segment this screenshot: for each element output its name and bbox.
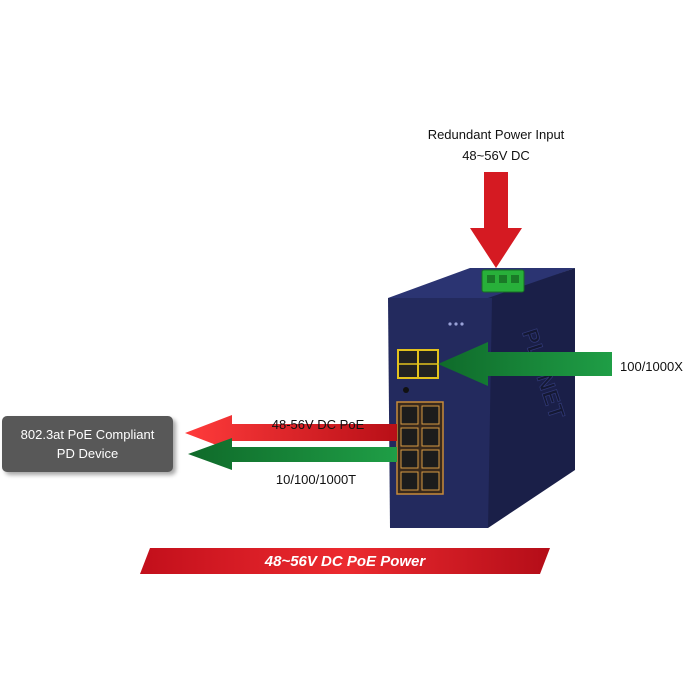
rj45-port [400, 405, 419, 425]
rj45-port [421, 471, 440, 491]
rj45-port [400, 449, 419, 469]
led-indicator [448, 322, 452, 326]
poe-label: 48-56V DC PoE [271, 417, 365, 432]
uplink-label: 100/1000X [620, 359, 683, 374]
pd-device-title: 802.3at PoE Compliant [20, 427, 155, 442]
pd-device-box: 802.3at PoE Compliant PD Device [2, 416, 173, 472]
reset-button [403, 387, 409, 393]
rj45-port [400, 471, 419, 491]
rj45-port [400, 427, 419, 447]
rj45-port [421, 449, 440, 469]
industrial-poe-switch: PLANET [388, 268, 575, 528]
poe-power-banner [140, 548, 550, 574]
pd-device-subtitle: PD Device [56, 446, 119, 461]
switch-side [488, 268, 575, 528]
data-label: 10/100/1000T [275, 472, 357, 487]
data-arrow [188, 438, 397, 470]
rj45-port [421, 405, 440, 425]
poe-power-arrow [185, 415, 397, 451]
rj45-port [421, 427, 440, 447]
power-input-voltage: 48~56V DC [462, 148, 530, 163]
power-input-label: Redundant Power Input 48~56V DC [396, 126, 596, 164]
uplink-arrow [438, 342, 612, 386]
power-input-arrow [470, 172, 522, 268]
banner-label: 48~56V DC PoE Power [264, 552, 426, 570]
power-input-title: Redundant Power Input [427, 127, 565, 142]
